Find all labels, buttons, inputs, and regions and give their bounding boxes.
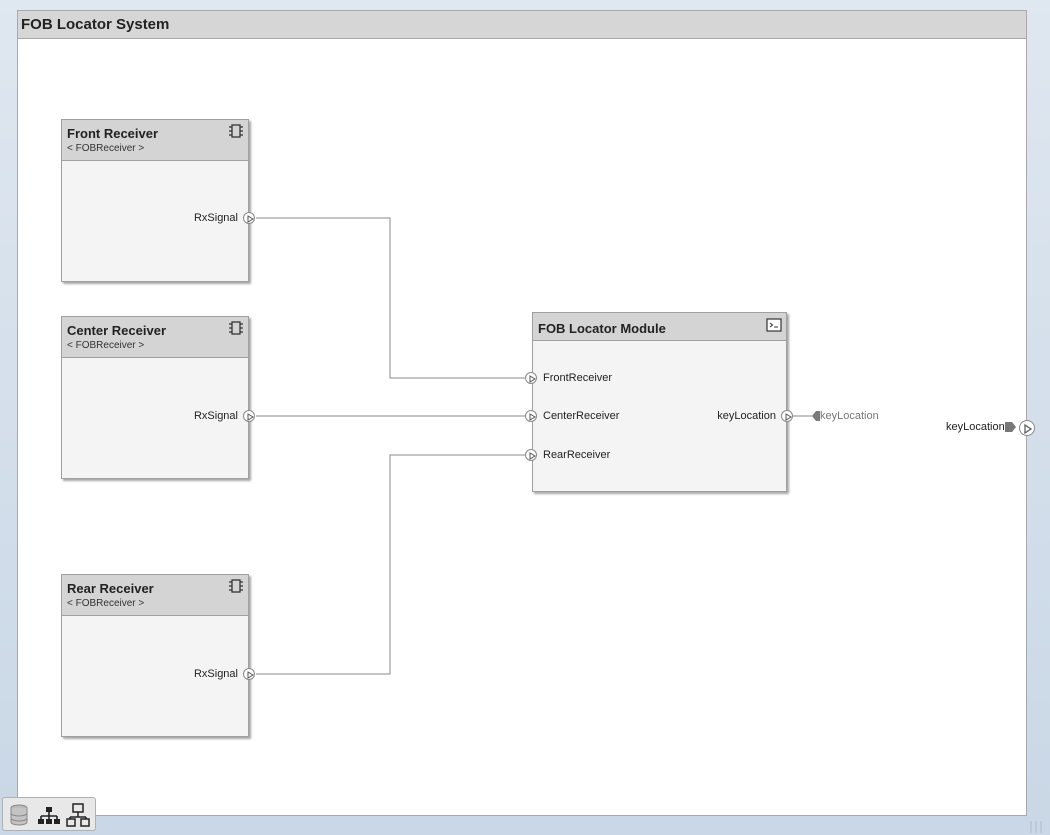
rear-receiver-title: Rear Receiver — [67, 581, 154, 596]
system-header: FOB Locator System — [18, 11, 1026, 39]
input-frontreceiver-label: FrontReceiver — [543, 372, 613, 384]
module-title: FOB Locator Module — [538, 321, 666, 336]
view-toolbar — [2, 797, 96, 831]
input-rearreceiver-port[interactable] — [525, 449, 537, 461]
database-icon[interactable] — [9, 804, 29, 826]
external-port-tag-icon — [1005, 422, 1016, 432]
input-centerreceiver-label: CenterReceiver — [543, 410, 620, 422]
rear-rxsignal-port[interactable] — [243, 668, 255, 680]
front-receiver-title: Front Receiver — [67, 126, 159, 141]
center-rxsignal-port[interactable] — [243, 410, 255, 422]
center-receiver-stereotype: < FOBReceiver > — [67, 340, 145, 351]
input-frontreceiver-port[interactable] — [525, 372, 537, 384]
front-rxsignal-port[interactable] — [243, 212, 255, 224]
center-receiver-block[interactable]: Center Receiver < FOBReceiver > RxSignal — [61, 316, 249, 479]
input-centerreceiver-port[interactable] — [525, 410, 537, 422]
front-receiver-block[interactable]: Front Receiver < FOBReceiver > RxSignal — [61, 119, 249, 282]
module-header: FOB Locator Module — [533, 313, 786, 341]
network-icon[interactable] — [66, 803, 90, 827]
port-arrow-icon — [529, 413, 536, 421]
external-keylocation-port[interactable] — [1019, 420, 1035, 436]
terminal-icon — [766, 318, 782, 332]
port-arrow-icon — [529, 452, 536, 460]
connector-keylocation-label: keyLocation — [820, 410, 879, 422]
system-title: FOB Locator System — [21, 16, 170, 33]
center-rxsignal-label: RxSignal — [193, 410, 238, 422]
chip-icon — [229, 579, 243, 593]
port-arrow-icon — [785, 413, 792, 421]
hierarchy-icon[interactable] — [37, 806, 61, 826]
center-receiver-title: Center Receiver — [67, 323, 166, 338]
front-rxsignal-label: RxSignal — [193, 212, 238, 224]
output-keylocation-port[interactable] — [781, 410, 793, 422]
external-keylocation-label: keyLocation — [946, 421, 1005, 433]
front-receiver-header: Front Receiver < FOBReceiver > — [62, 120, 248, 161]
chip-icon — [229, 124, 243, 138]
port-arrow-icon — [1024, 423, 1033, 435]
center-receiver-header: Center Receiver < FOBReceiver > — [62, 317, 248, 358]
wire-rear — [256, 454, 525, 675]
keylocation-connector-tag — [812, 411, 820, 421]
port-arrow-icon — [247, 215, 254, 223]
port-arrow-icon — [247, 413, 254, 421]
rear-receiver-stereotype: < FOBReceiver > — [67, 598, 145, 609]
port-arrow-icon — [529, 375, 536, 383]
resize-grip-icon[interactable] — [1028, 821, 1046, 833]
front-receiver-stereotype: < FOBReceiver > — [67, 143, 145, 154]
port-arrow-icon — [247, 671, 254, 679]
output-keylocation-label: keyLocation — [717, 410, 776, 422]
input-rearreceiver-label: RearReceiver — [543, 449, 611, 461]
rear-receiver-header: Rear Receiver < FOBReceiver > — [62, 575, 248, 616]
wire-front — [256, 217, 525, 379]
fob-locator-module-block[interactable]: FOB Locator Module FrontReceiver CenterR… — [532, 312, 787, 492]
chip-icon — [229, 321, 243, 335]
rear-rxsignal-label: RxSignal — [193, 668, 238, 680]
rear-receiver-block[interactable]: Rear Receiver < FOBReceiver > RxSignal — [61, 574, 249, 737]
